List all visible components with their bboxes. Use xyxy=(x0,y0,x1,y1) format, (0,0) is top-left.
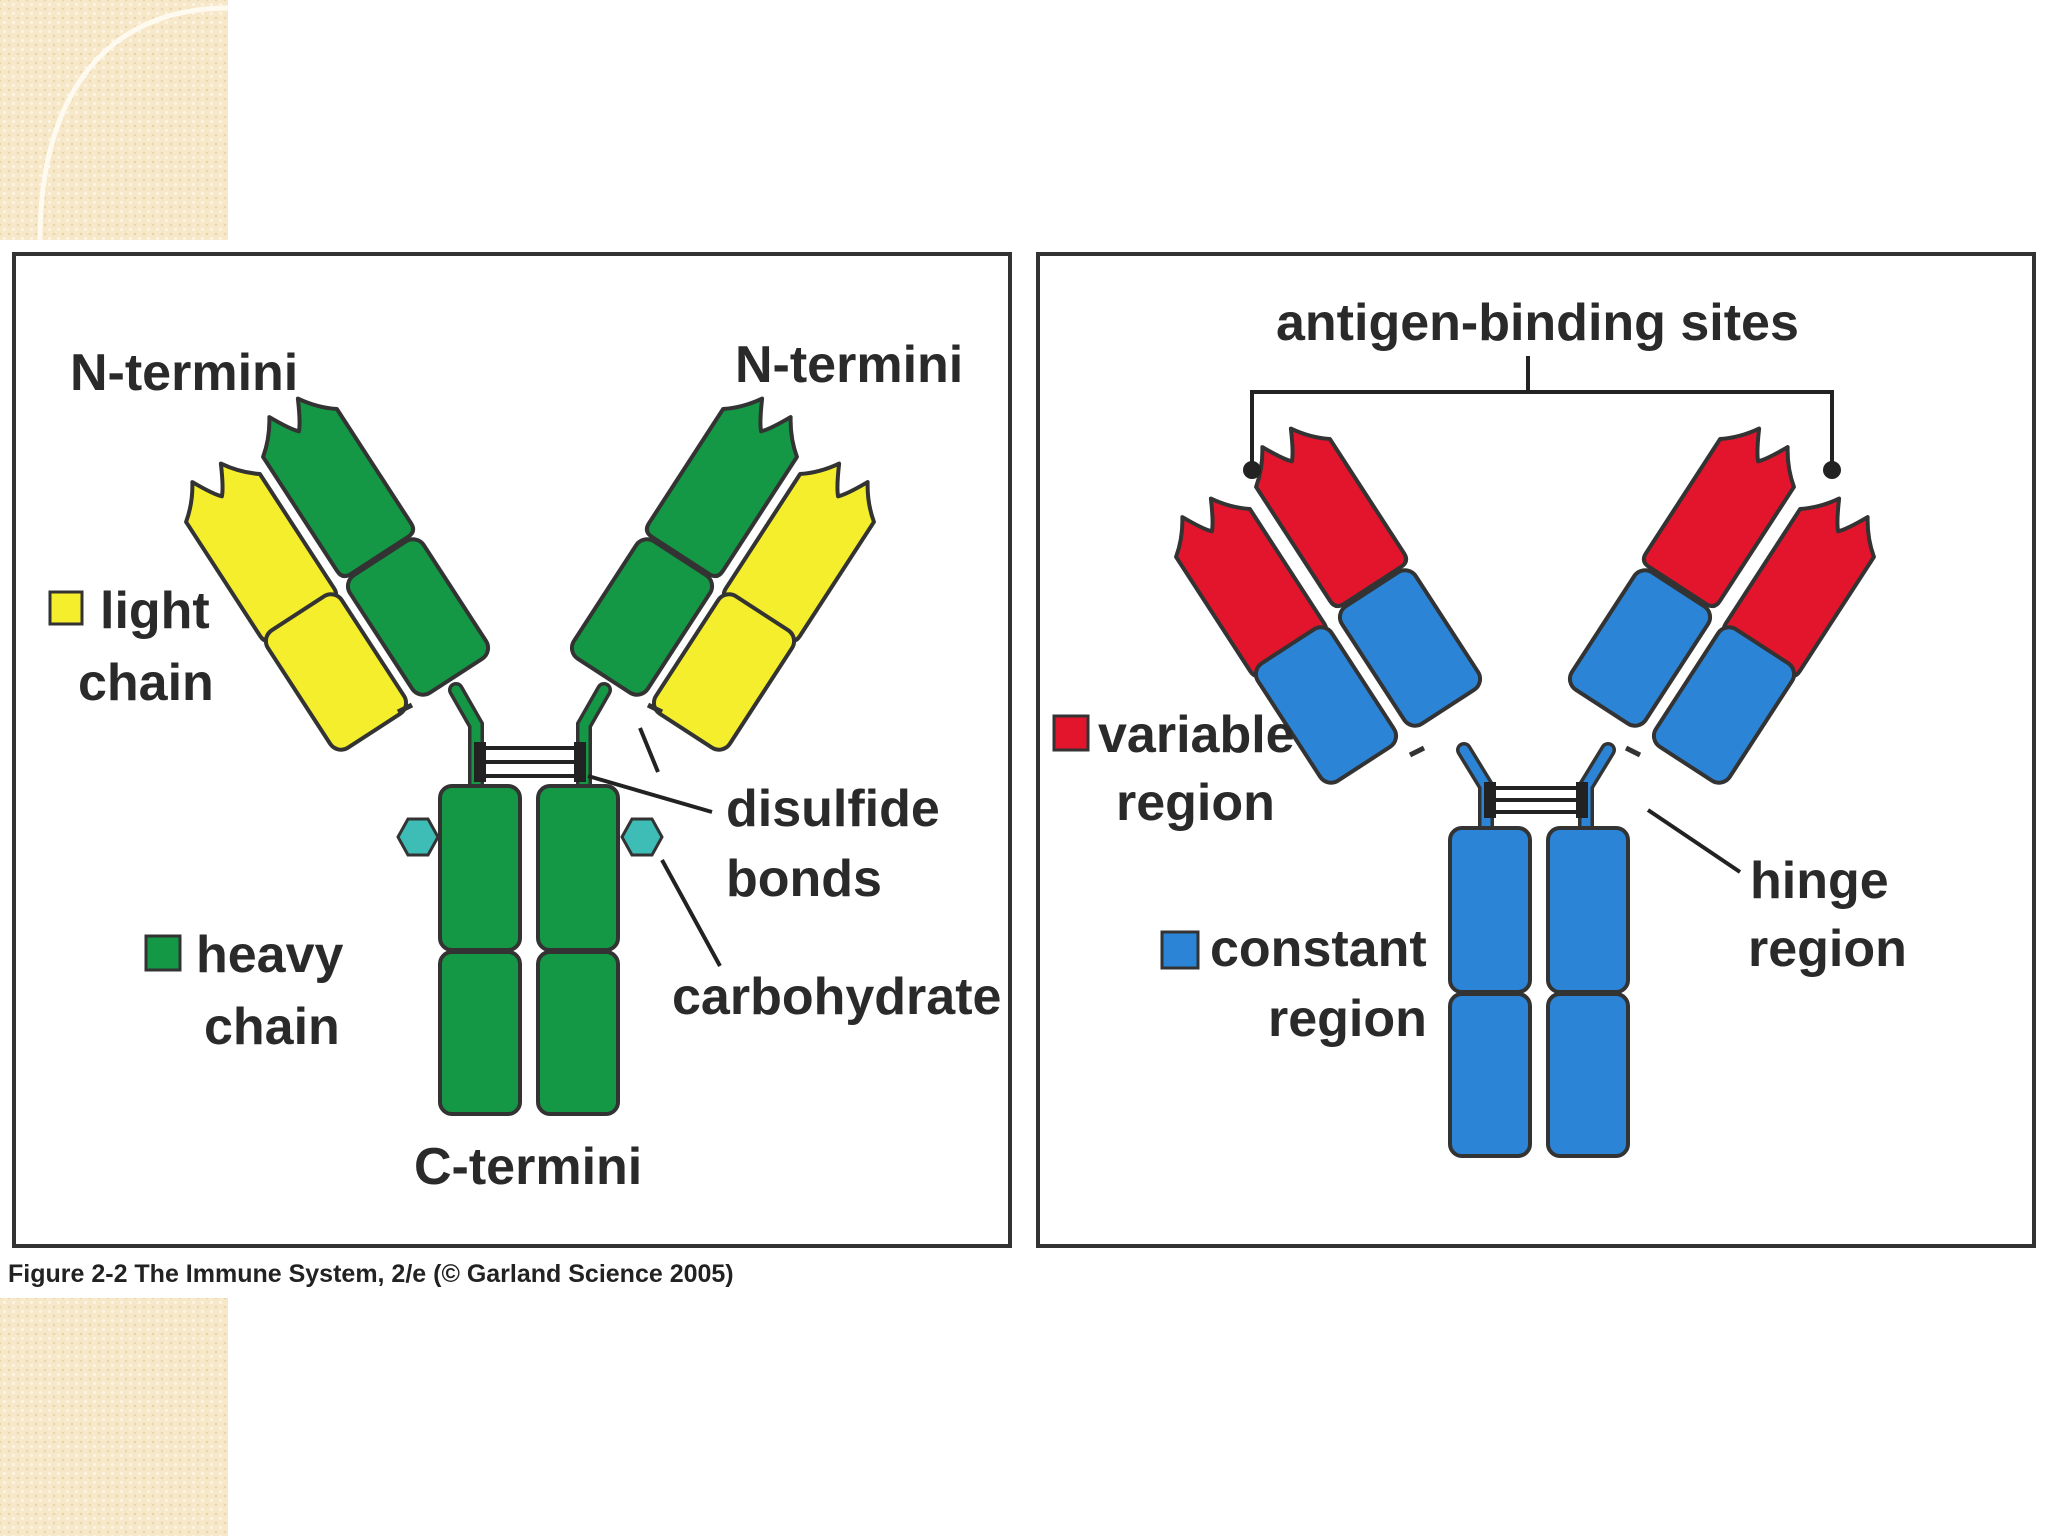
hinge-region-label-line1: hinge xyxy=(1750,852,1889,910)
left-disulfide-bonds xyxy=(474,742,586,782)
right-fc-stem xyxy=(1448,826,1630,1158)
heavy-chain-label-line2: chain xyxy=(204,998,340,1056)
carbohydrate-hexagon-icon xyxy=(396,817,664,857)
light-chain-label-line2: chain xyxy=(78,654,214,712)
light-heavy-links xyxy=(396,702,664,715)
disulfide-bonds-label-line2: bonds xyxy=(726,850,882,908)
variable-region-label-line1: variable xyxy=(1098,706,1295,764)
right-panel: antigen-binding sites variable region co… xyxy=(1036,252,2036,1248)
figure-caption: Figure 2-2 The Immune System, 2/e (© Gar… xyxy=(8,1260,734,1288)
constant-region-label-line2: region xyxy=(1268,990,1427,1048)
light-chain-label-line1: light xyxy=(100,582,210,640)
right-disulfide-bonds xyxy=(1484,782,1588,818)
heavy-chain-swatch xyxy=(144,934,182,972)
n-termini-left-label: N-termini xyxy=(70,344,298,402)
heavy-chain-label-line1: heavy xyxy=(196,926,344,984)
left-panel: N-termini N-termini light chain heavy ch… xyxy=(12,252,1012,1248)
c-termini-label: C-termini xyxy=(414,1138,642,1196)
disulfide-bonds-label-line1: disulfide xyxy=(726,780,940,838)
light-chain-swatch xyxy=(48,590,84,626)
decorative-arc xyxy=(37,5,228,240)
hinge-region-label-line2: region xyxy=(1748,920,1907,978)
constant-region-label-line1: constant xyxy=(1210,920,1427,978)
right-panel-links xyxy=(1408,745,1642,758)
left-fc-stem xyxy=(438,784,620,1116)
decorative-strip-top xyxy=(0,0,228,240)
n-termini-right-label: N-termini xyxy=(735,336,963,394)
variable-region-swatch xyxy=(1052,714,1090,752)
antigen-binding-sites-label: antigen-binding sites xyxy=(1276,294,1799,352)
decorative-strip-bottom xyxy=(0,1298,228,1536)
carbohydrate-label: carbohydrate xyxy=(672,968,1001,1026)
antigen-binding-bracket xyxy=(1243,356,1841,479)
hinge-pointer-line xyxy=(1646,808,1742,874)
variable-region-label-line2: region xyxy=(1116,774,1275,832)
constant-region-swatch xyxy=(1160,930,1200,970)
left-pointer-lines xyxy=(587,727,722,967)
